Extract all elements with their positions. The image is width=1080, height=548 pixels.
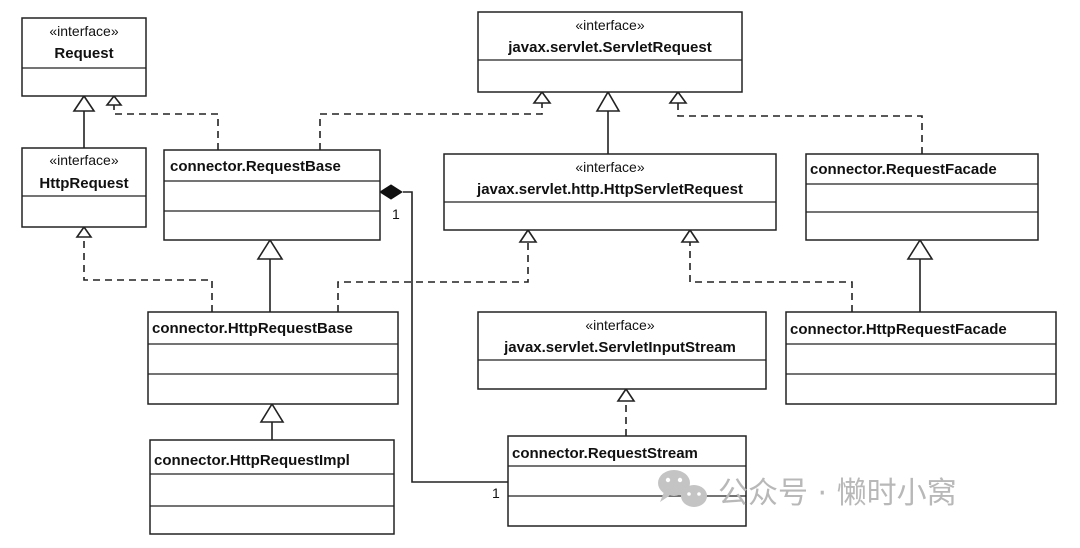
class-http-request[interactable]: «interface» HttpRequest [21, 147, 147, 228]
class-name: Request [54, 45, 113, 62]
class-servlet-request[interactable]: «interface» javax.servlet.ServletRequest [477, 11, 743, 93]
class-stereotype: «interface» [575, 159, 644, 175]
class-name: connector.HttpRequestFacade [790, 321, 1007, 338]
rel-requestbase-servletrequest [319, 103, 543, 150]
connectors [83, 103, 923, 483]
composition-diamond [379, 184, 403, 200]
arrowhead-realization [105, 94, 123, 106]
arrowhead-generalization [595, 90, 621, 112]
class-http-servlet-request[interactable]: «interface» javax.servlet.http.HttpServl… [443, 153, 777, 231]
class-stereotype: «interface» [585, 317, 654, 333]
class-http-request-facade[interactable]: connector.HttpRequestFacade [785, 311, 1057, 405]
class-http-request-impl[interactable]: connector.HttpRequestImpl [149, 439, 395, 535]
multiplicity-whole: 1 [392, 206, 400, 222]
arrowhead-realization [518, 228, 538, 243]
class-name: javax.servlet.ServletInputStream [503, 339, 736, 356]
wechat-icon [658, 470, 707, 507]
class-stereotype: «interface» [575, 17, 644, 33]
rel-requestbase-requeststream [403, 191, 508, 483]
arrowhead-realization [616, 387, 636, 402]
class-name: connector.RequestFacade [810, 161, 997, 178]
rel-httprequestbase-httprequest [83, 238, 213, 312]
arrowhead-realization [75, 225, 93, 238]
class-name: connector.RequestBase [170, 158, 341, 175]
class-name: connector.HttpRequestImpl [154, 452, 350, 469]
class-request-base[interactable]: connector.RequestBase [163, 149, 381, 241]
class-name: HttpRequest [39, 175, 128, 192]
multiplicity-part: 1 [492, 485, 500, 501]
class-request-facade[interactable]: connector.RequestFacade [805, 153, 1039, 241]
arrowhead-generalization [906, 238, 934, 260]
class-stereotype: «interface» [49, 23, 118, 39]
arrowhead-generalization [259, 402, 285, 423]
watermark: 公众号 · 懒时小窝 [658, 470, 957, 511]
class-name: connector.HttpRequestBase [152, 320, 353, 337]
arrowhead-realization [680, 228, 700, 243]
class-name: connector.RequestStream [512, 445, 698, 462]
watermark-text: 公众号 · 懒时小窝 [718, 476, 957, 511]
arrowhead-generalization [256, 238, 284, 260]
arrowhead-generalization [72, 94, 96, 112]
rel-httprequestfacade-httpservletrequest [689, 242, 853, 312]
class-servlet-input-stream[interactable]: «interface» javax.servlet.ServletInputSt… [477, 311, 767, 390]
class-stereotype: «interface» [49, 152, 118, 168]
arrowheads [72, 90, 934, 423]
rel-requestbase-request [113, 103, 219, 150]
class-name: javax.servlet.http.HttpServletRequest [476, 181, 743, 198]
arrowhead-realization [668, 90, 688, 104]
arrowhead-realization [532, 90, 552, 104]
class-request[interactable]: «interface» Request [21, 17, 147, 97]
class-name: javax.servlet.ServletRequest [507, 39, 711, 56]
class-http-request-base[interactable]: connector.HttpRequestBase [147, 311, 399, 405]
rel-requestfacade-servletrequest [677, 103, 923, 154]
class-request-stream[interactable]: connector.RequestStream [507, 435, 747, 527]
rel-httprequestbase-httpservletrequest [337, 242, 529, 312]
